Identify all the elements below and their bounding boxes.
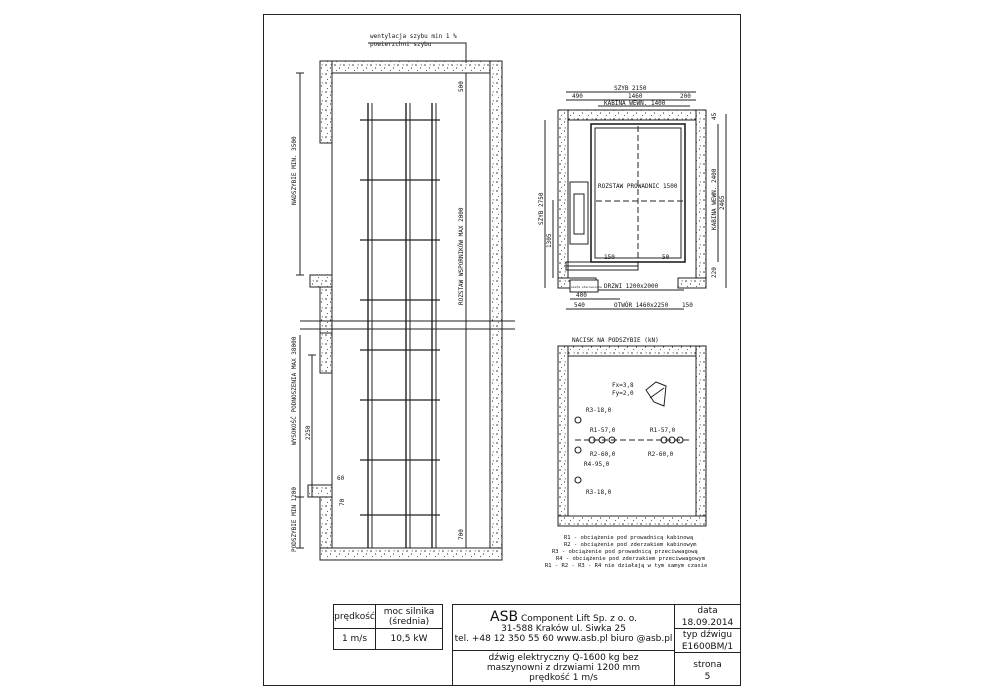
spec-value-speed: 1 m/s [334, 629, 376, 649]
force-bracket-icon [645, 381, 667, 407]
legend-line: R2 - obciążenie pod zderzakiem kabinowym [564, 542, 697, 548]
page-value: 5 [704, 672, 711, 682]
rail-brackets [360, 119, 440, 516]
date-value: 18.09.2014 [675, 617, 740, 629]
dim-50: 50 [662, 254, 670, 261]
label-pit: PODSZYBIE MIN 1200 [291, 487, 298, 552]
counterweight [569, 181, 589, 245]
load-r3-top: R3-18,0 [586, 407, 612, 414]
load-r1-left: R1-57,0 [590, 427, 616, 434]
shaft-top-slab [319, 60, 503, 74]
dim-right: 200 [680, 93, 691, 100]
pit-legend: R1 - obciążenie pod prowadnicą kabinową … [545, 535, 707, 569]
company-address: 31-588 Kraków ul. Siwka 25 [501, 623, 626, 634]
type-value: E1600BM/1 [675, 641, 740, 653]
load-r1-right: R1-57,0 [650, 427, 676, 434]
control-panel [569, 279, 599, 293]
cab-inner-width: KABINA WEWN. 1400 [604, 100, 666, 107]
door-size: DRZWI 1200x2000 [604, 283, 659, 290]
guide-spacing: ROZSTAW PROWADNIC 1500 [598, 183, 678, 190]
opening-size: OTWÓR 1460x2250 [614, 302, 669, 309]
section-view-labels: wentylacja szybu min 1 % powierzchni szy… [291, 33, 465, 552]
ventilation-note-2: powierzchni szybu [370, 41, 432, 48]
load-points [574, 416, 684, 484]
plan-view-labels: SZYB 2150 490 1460 200 KABINA WEWN. 1400… [538, 85, 726, 309]
dim-door-height: 2250 [305, 425, 312, 440]
shaft-depth: SZYB 2750 [538, 192, 545, 225]
shaft-pit-floor [319, 547, 503, 561]
plan-view [544, 91, 727, 310]
spec-header-speed: prędkość [334, 605, 376, 629]
dim-left: 490 [572, 93, 583, 100]
pit-view-labels: NACISK NA PODSZYBIE (kN) Fx=3,8 Fy=2,0 R… [572, 337, 676, 496]
dim-top: 500 [458, 81, 465, 92]
company-contact: tel. +48 12 350 55 60 www.asb.pl biuro @… [454, 633, 673, 644]
dim-2465: 2465 [719, 195, 726, 210]
dim-45: 45 [711, 112, 718, 120]
pit-view [557, 345, 707, 527]
section-view [296, 42, 515, 561]
company-name: ASB Component Lift Sp. z o. o. [490, 608, 637, 625]
dim-1305: 1305 [546, 233, 553, 248]
company-logo-text: ASB [490, 608, 519, 625]
shaft-width: SZYB 2150 [614, 85, 647, 92]
dim-400: 400 [576, 292, 587, 299]
dim-cab: 1460 [628, 93, 643, 100]
ventilation-note-1: wentylacja szybu min 1 % [370, 33, 457, 40]
dim-540: 540 [574, 302, 585, 309]
label-travel: WYSOKOŚĆ PODNOSZENIA MAX 38000 [291, 336, 298, 445]
cab-inner-depth: KABINA WEWN. 2400 [711, 168, 718, 230]
control-panel-label: szafa sterownicza [571, 285, 602, 289]
dim-150b: 150 [682, 302, 693, 309]
dim-220: 220 [711, 267, 718, 278]
dim-150: 150 [604, 254, 615, 261]
pit-title: NACISK NA PODSZYBIE (kN) [572, 337, 659, 344]
legend-line: R1 - obciążenie pod prowadnicą kabinową [564, 535, 694, 541]
load-r2-left: R2-60,0 [590, 451, 616, 458]
spec-table: prędkość moc silnika (średnia) 1 m/s 10,… [333, 604, 443, 650]
dim-sill: 60 [337, 475, 345, 482]
project-description: dźwig elektryczny Q-1600 kg bez maszynow… [453, 651, 675, 685]
load-r3-bottom: R3-18,0 [586, 489, 612, 496]
date-label: data [697, 606, 718, 616]
shaft-right-wall [489, 60, 503, 561]
company-name-rest: Component Lift Sp. z o. o. [520, 613, 637, 624]
shaft-left-wall-lower [319, 332, 333, 374]
load-r4: R4-95,0 [584, 461, 610, 468]
label-headroom: NADSZYBIE MIN. 3500 [291, 136, 298, 205]
dim-sill-2: 70 [339, 498, 346, 506]
landing-slab [309, 274, 333, 288]
load-r2-right: R2-60,0 [648, 451, 674, 458]
force-fy: Fy=2,0 [612, 390, 634, 397]
type-label: typ dźwigu [682, 630, 733, 640]
spec-header-power: moc silnika (średnia) [376, 605, 442, 629]
legend-line: R4 - obciążenie pod zderzakiem przeciwwa… [556, 556, 706, 562]
legend-line: R3 - obciążenie pod prowadnicą przeciwwa… [552, 549, 698, 555]
company-block: ASB Component Lift Sp. z o. o. 31-588 Kr… [453, 605, 675, 651]
shaft-left-wall-upper [319, 60, 333, 144]
title-block: ASB Component Lift Sp. z o. o. 31-588 Kr… [452, 604, 741, 686]
page-label: strona [693, 660, 722, 670]
legend-line: R1 - R2 - R3 - R4 nie działają w tym sam… [545, 563, 707, 569]
dim-bottom: 700 [458, 529, 465, 540]
spec-value-power: 10,5 kW [390, 634, 428, 644]
label-rails: ROZSTAW WSPORNIKÓW MAX 2000 [458, 207, 465, 305]
force-fx: Fx=3,8 [612, 382, 634, 389]
